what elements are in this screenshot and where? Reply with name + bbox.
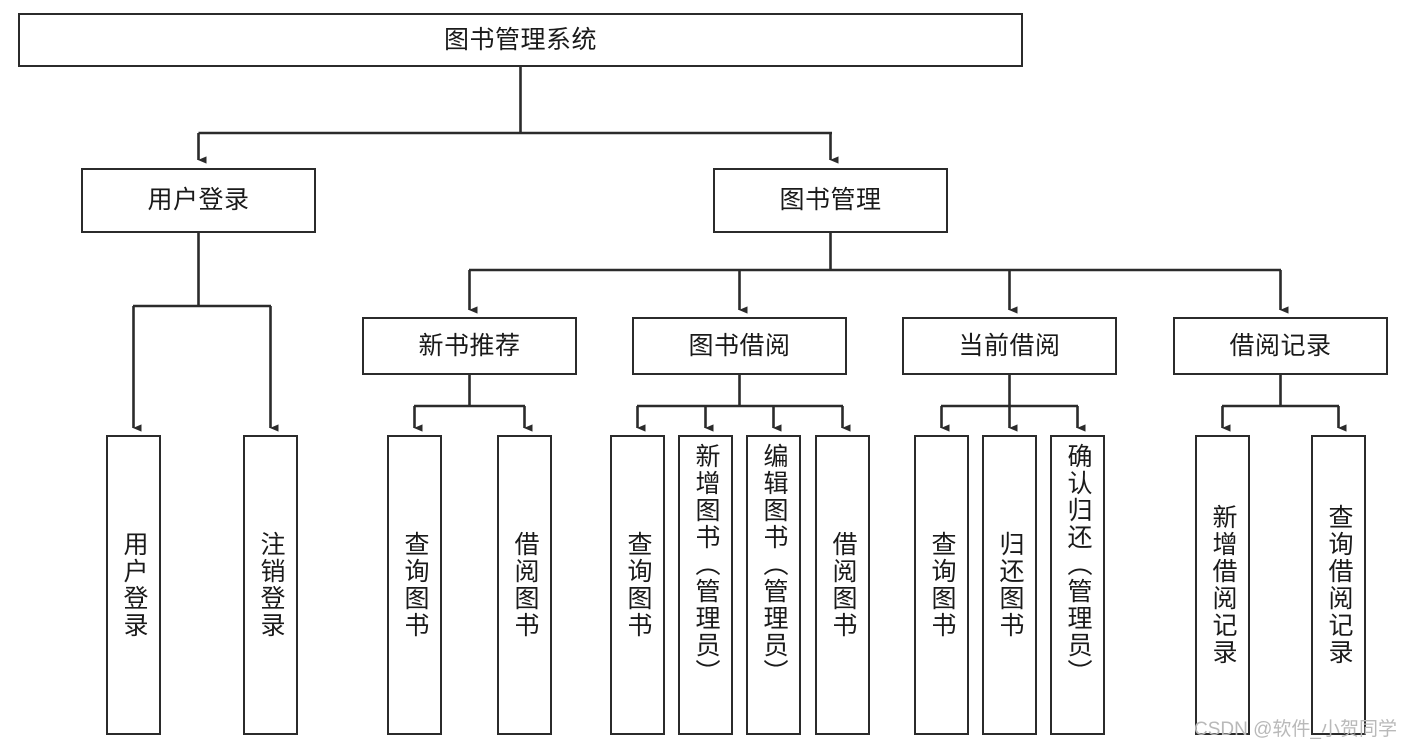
node-book-management[interactable]: 图书管理 xyxy=(713,168,948,233)
node-borrow-record-label: 借阅记录 xyxy=(1229,331,1332,360)
node-leaf-query-book-recommend[interactable]: 查询图书 xyxy=(387,435,442,735)
node-leaf-add-book-label: 新增图书（管理员） xyxy=(692,443,720,686)
node-book-borrow-label: 图书借阅 xyxy=(688,331,791,360)
node-leaf-add-book[interactable]: 新增图书（管理员） xyxy=(678,435,733,735)
node-leaf-query-book-recommend-label: 查询图书 xyxy=(401,531,429,639)
node-leaf-logout-label: 注销登录 xyxy=(257,531,285,639)
node-leaf-query-borrow-record-label: 查询借阅记录 xyxy=(1325,504,1353,666)
node-current-borrow-label: 当前借阅 xyxy=(958,331,1061,360)
node-leaf-query-book-borrow-label: 查询图书 xyxy=(624,531,652,639)
node-leaf-borrow-book-label: 借阅图书 xyxy=(829,531,857,639)
node-leaf-add-borrow-record-label: 新增借阅记录 xyxy=(1209,504,1237,666)
node-user-login[interactable]: 用户登录 xyxy=(81,168,316,233)
node-root-system[interactable]: 图书管理系统 xyxy=(18,13,1023,67)
node-new-book-recommend[interactable]: 新书推荐 xyxy=(362,317,577,375)
node-root-system-label: 图书管理系统 xyxy=(443,25,597,54)
node-leaf-query-book-borrow[interactable]: 查询图书 xyxy=(610,435,665,735)
node-new-book-recommend-label: 新书推荐 xyxy=(418,331,521,360)
node-user-login-label: 用户登录 xyxy=(147,186,250,214)
node-leaf-user-login-label: 用户登录 xyxy=(120,531,148,639)
node-leaf-edit-book[interactable]: 编辑图书（管理员） xyxy=(746,435,801,735)
node-leaf-return-book[interactable]: 归还图书 xyxy=(982,435,1037,735)
node-leaf-confirm-return-label: 确认归还（管理员） xyxy=(1064,443,1092,686)
node-leaf-edit-book-label: 编辑图书（管理员） xyxy=(760,443,788,686)
node-book-borrow[interactable]: 图书借阅 xyxy=(632,317,847,375)
node-leaf-borrow-book[interactable]: 借阅图书 xyxy=(815,435,870,735)
node-leaf-return-book-label: 归还图书 xyxy=(996,531,1024,639)
node-leaf-borrow-book-recommend-label: 借阅图书 xyxy=(511,531,539,639)
node-leaf-logout[interactable]: 注销登录 xyxy=(243,435,298,735)
node-leaf-confirm-return[interactable]: 确认归还（管理员） xyxy=(1050,435,1105,735)
node-leaf-borrow-book-recommend[interactable]: 借阅图书 xyxy=(497,435,552,735)
node-leaf-query-borrow-record[interactable]: 查询借阅记录 xyxy=(1311,435,1366,735)
node-book-management-label: 图书管理 xyxy=(779,186,882,214)
node-leaf-query-book-current[interactable]: 查询图书 xyxy=(914,435,969,735)
node-current-borrow[interactable]: 当前借阅 xyxy=(902,317,1117,375)
csdn-watermark: CSDN @软件_小贺同学 xyxy=(1194,719,1397,740)
node-leaf-query-book-current-label: 查询图书 xyxy=(928,531,956,639)
node-leaf-user-login[interactable]: 用户登录 xyxy=(106,435,161,735)
node-borrow-record[interactable]: 借阅记录 xyxy=(1173,317,1388,375)
node-leaf-add-borrow-record[interactable]: 新增借阅记录 xyxy=(1195,435,1250,735)
